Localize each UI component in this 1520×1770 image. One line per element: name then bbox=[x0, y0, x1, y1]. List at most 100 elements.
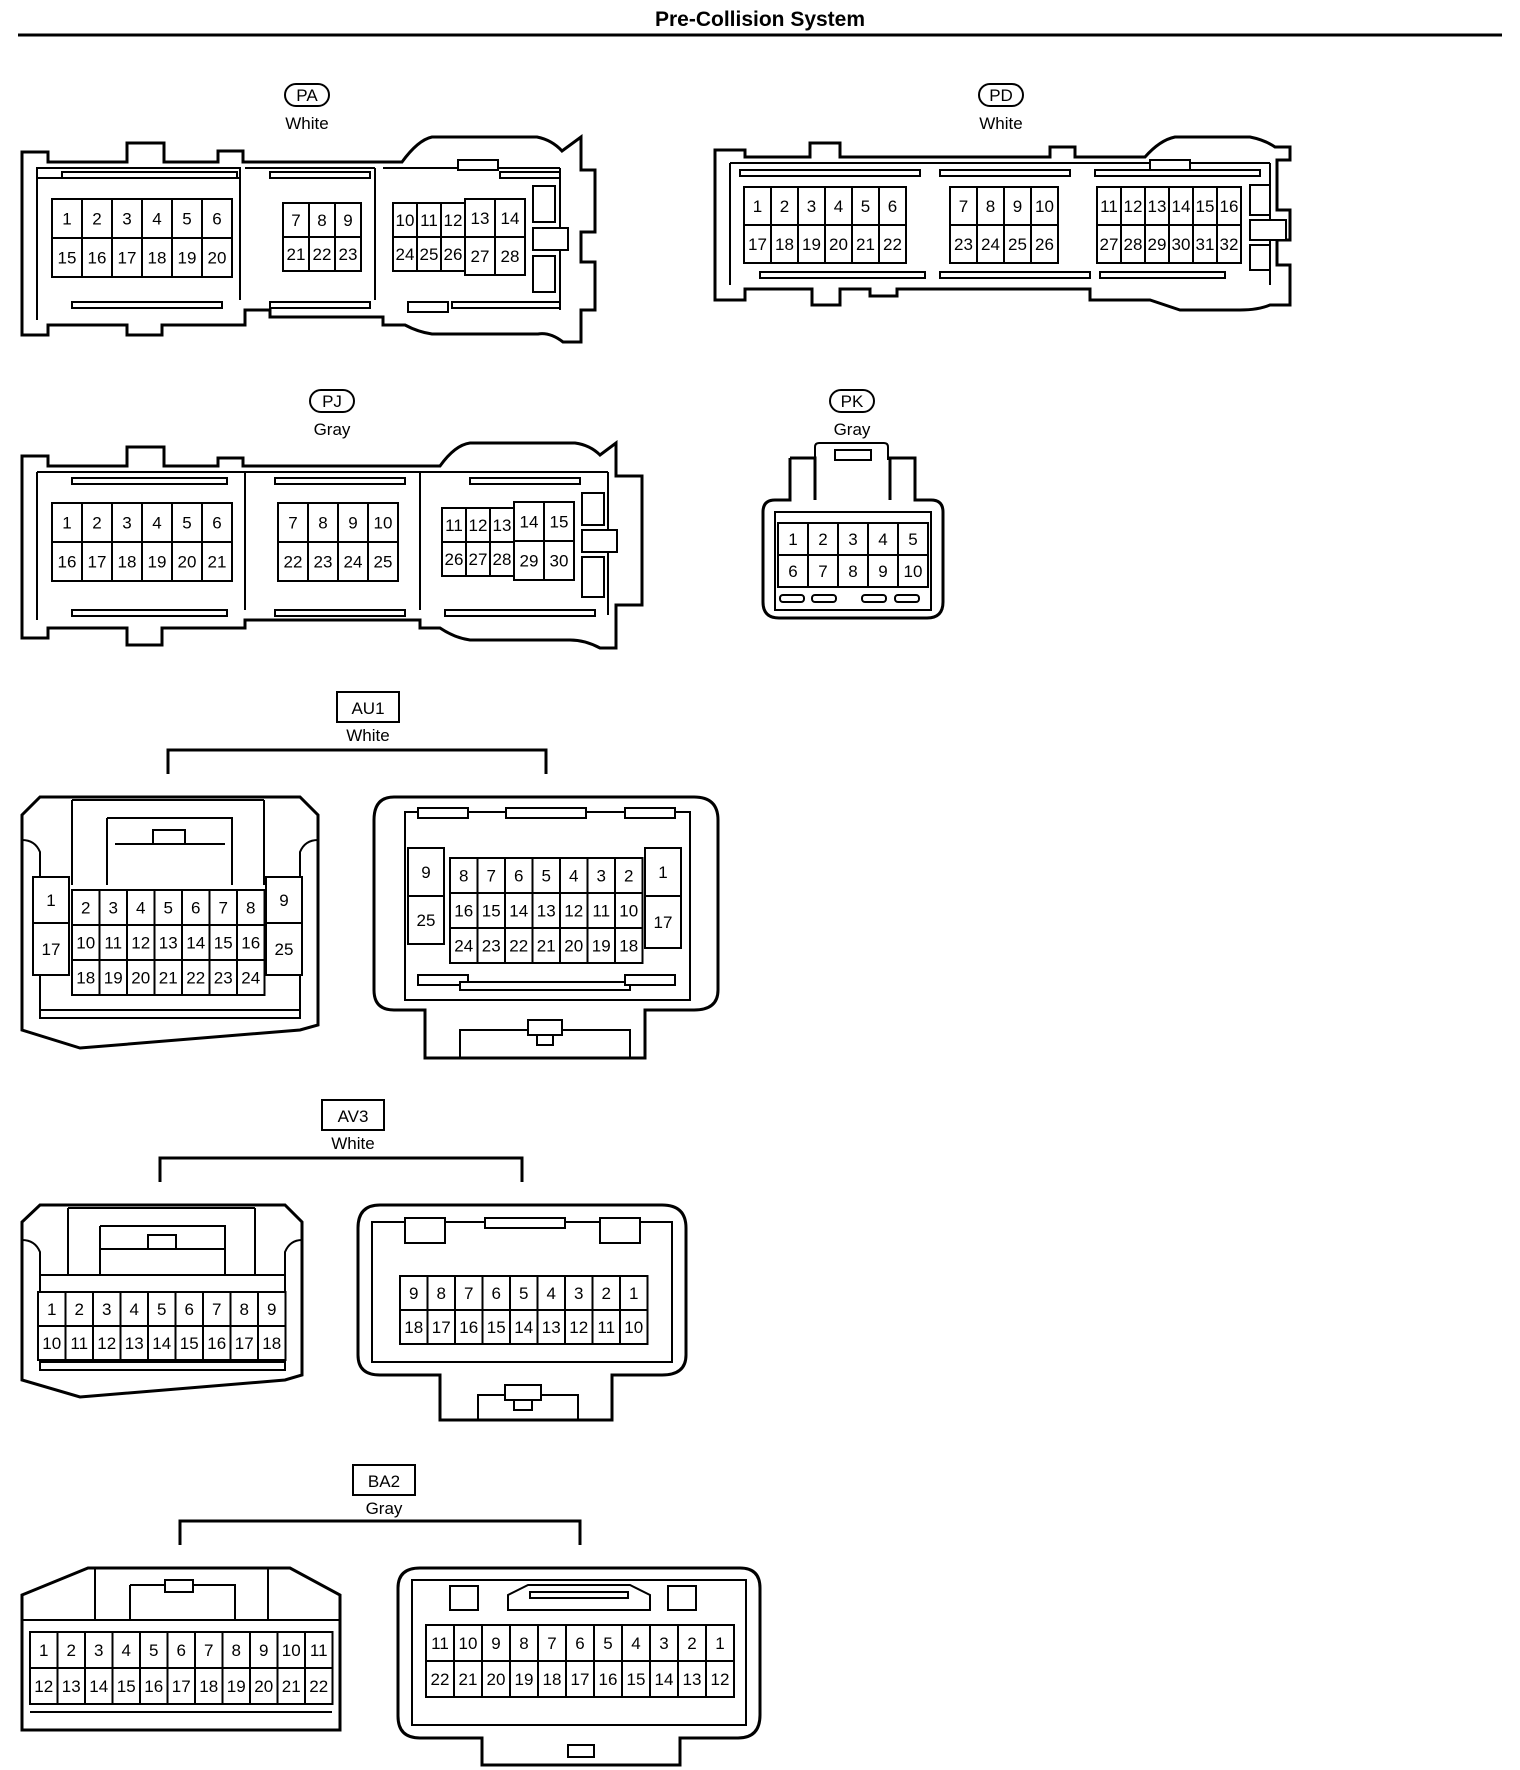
au1-m-pin-10: 10 bbox=[614, 892, 644, 929]
pa-pin-2: 2 bbox=[81, 198, 113, 239]
connector-ba2-female-housing bbox=[20, 1566, 342, 1732]
svg-text:19: 19 bbox=[104, 969, 123, 988]
au1-f-pin-17: 17 bbox=[32, 922, 70, 976]
pj-pin-5: 5 bbox=[171, 502, 203, 543]
au1-m-pin-22: 22 bbox=[504, 927, 534, 964]
ba2-f-pin-16: 16 bbox=[139, 1667, 169, 1705]
au1-f-pin-15: 15 bbox=[208, 924, 238, 961]
svg-text:25: 25 bbox=[417, 911, 436, 930]
au1-m-pin-13: 13 bbox=[531, 892, 561, 929]
pd-pin-3: 3 bbox=[797, 186, 826, 226]
svg-text:19: 19 bbox=[148, 553, 167, 572]
ba2-f-pin-22: 22 bbox=[304, 1667, 334, 1705]
svg-text:5: 5 bbox=[603, 1634, 612, 1653]
svg-text:18: 18 bbox=[543, 1670, 562, 1689]
svg-text:4: 4 bbox=[631, 1634, 640, 1653]
svg-text:12: 12 bbox=[1124, 197, 1143, 216]
connector-pd-color: White bbox=[979, 114, 1022, 133]
au1-f-pin-9: 9 bbox=[265, 876, 303, 924]
ba2-m-pin-22: 22 bbox=[425, 1660, 455, 1698]
connector-av3-bracket bbox=[158, 1156, 524, 1182]
svg-text:14: 14 bbox=[655, 1670, 674, 1689]
svg-text:28: 28 bbox=[501, 247, 520, 266]
av3-f-pin-14: 14 bbox=[147, 1325, 177, 1361]
pd-pin-10: 10 bbox=[1030, 186, 1059, 226]
svg-text:28: 28 bbox=[1124, 235, 1143, 254]
svg-text:6: 6 bbox=[177, 1641, 186, 1660]
svg-text:15: 15 bbox=[1196, 197, 1215, 216]
svg-text:7: 7 bbox=[291, 211, 300, 230]
svg-text:7: 7 bbox=[547, 1634, 556, 1653]
svg-text:5: 5 bbox=[861, 197, 870, 216]
connector-pj-color: Gray bbox=[314, 420, 351, 439]
svg-text:10: 10 bbox=[904, 562, 923, 581]
au1-m-pin-24: 24 bbox=[449, 927, 479, 964]
au1-m-pin-4: 4 bbox=[559, 857, 589, 894]
svg-text:16: 16 bbox=[144, 1677, 163, 1696]
svg-text:22: 22 bbox=[186, 969, 205, 988]
pd-pin-27: 27 bbox=[1096, 224, 1122, 264]
pk-pin-3: 3 bbox=[837, 522, 869, 556]
pj-pin-16: 16 bbox=[51, 541, 83, 582]
ba2-f-pin-2: 2 bbox=[56, 1631, 86, 1669]
svg-text:10: 10 bbox=[396, 211, 415, 230]
svg-text:7: 7 bbox=[219, 899, 228, 918]
connector-pd-housing bbox=[713, 135, 1292, 312]
svg-text:7: 7 bbox=[487, 867, 496, 886]
au1-m-pin-21: 21 bbox=[531, 927, 561, 964]
au1-f-pin-2: 2 bbox=[71, 889, 101, 926]
pa-pin-26: 26 bbox=[440, 236, 466, 272]
au1-m-pin-14: 14 bbox=[504, 892, 534, 929]
au1-f-pin-10: 10 bbox=[71, 924, 101, 961]
ba2-m-pin-6: 6 bbox=[565, 1624, 595, 1662]
au1-m-pin-25: 25 bbox=[407, 895, 445, 945]
au1-f-pin-16: 16 bbox=[236, 924, 266, 961]
svg-text:20: 20 bbox=[564, 937, 583, 956]
svg-text:4: 4 bbox=[152, 514, 161, 533]
svg-text:8: 8 bbox=[240, 1300, 249, 1319]
ba2-m-pin-8: 8 bbox=[509, 1624, 539, 1662]
connector-av3: AV3 White bbox=[20, 1099, 688, 1422]
pa-pin-12: 12 bbox=[440, 202, 466, 238]
au1-f-pin-7: 7 bbox=[208, 889, 238, 926]
svg-text:29: 29 bbox=[520, 552, 539, 571]
ba2-m-pin-15: 15 bbox=[621, 1660, 651, 1698]
pd-pin-12: 12 bbox=[1120, 186, 1146, 226]
svg-text:6: 6 bbox=[888, 197, 897, 216]
svg-text:26: 26 bbox=[444, 245, 463, 264]
svg-text:3: 3 bbox=[574, 1284, 583, 1303]
svg-text:14: 14 bbox=[514, 1318, 533, 1337]
svg-text:16: 16 bbox=[241, 934, 260, 953]
ba2-m-pin-21: 21 bbox=[453, 1660, 483, 1698]
pa-pin-22: 22 bbox=[308, 236, 336, 272]
pj-pin-1: 1 bbox=[51, 502, 83, 543]
svg-text:2: 2 bbox=[92, 514, 101, 533]
connector-pj: PJ Gray bbox=[20, 389, 644, 650]
av3-f-pin-6: 6 bbox=[174, 1291, 204, 1327]
au1-m-pin-20: 20 bbox=[559, 927, 589, 964]
svg-text:15: 15 bbox=[58, 249, 77, 268]
av3-f-pin-11: 11 bbox=[64, 1325, 94, 1361]
svg-text:19: 19 bbox=[515, 1670, 534, 1689]
svg-text:2: 2 bbox=[67, 1641, 76, 1660]
connector-pk-id: PK bbox=[841, 392, 864, 411]
av3-f-pin-13: 13 bbox=[119, 1325, 149, 1361]
svg-text:10: 10 bbox=[459, 1634, 478, 1653]
svg-text:23: 23 bbox=[954, 235, 973, 254]
svg-text:13: 13 bbox=[542, 1318, 561, 1337]
pd-pin-13: 13 bbox=[1144, 186, 1170, 226]
svg-text:24: 24 bbox=[454, 937, 473, 956]
svg-text:17: 17 bbox=[748, 235, 767, 254]
svg-text:1: 1 bbox=[629, 1284, 638, 1303]
svg-text:10: 10 bbox=[282, 1641, 301, 1660]
svg-text:5: 5 bbox=[182, 210, 191, 229]
connector-pk-color: Gray bbox=[834, 420, 871, 439]
pd-pin-16: 16 bbox=[1216, 186, 1242, 226]
au1-m-pin-5: 5 bbox=[531, 857, 561, 894]
connector-pj-id: PJ bbox=[322, 392, 342, 411]
pa-pin-3: 3 bbox=[111, 198, 143, 239]
au1-f-pin-22: 22 bbox=[181, 959, 211, 996]
pa-pin-28: 28 bbox=[494, 236, 526, 276]
au1-f-pin-18: 18 bbox=[71, 959, 101, 996]
